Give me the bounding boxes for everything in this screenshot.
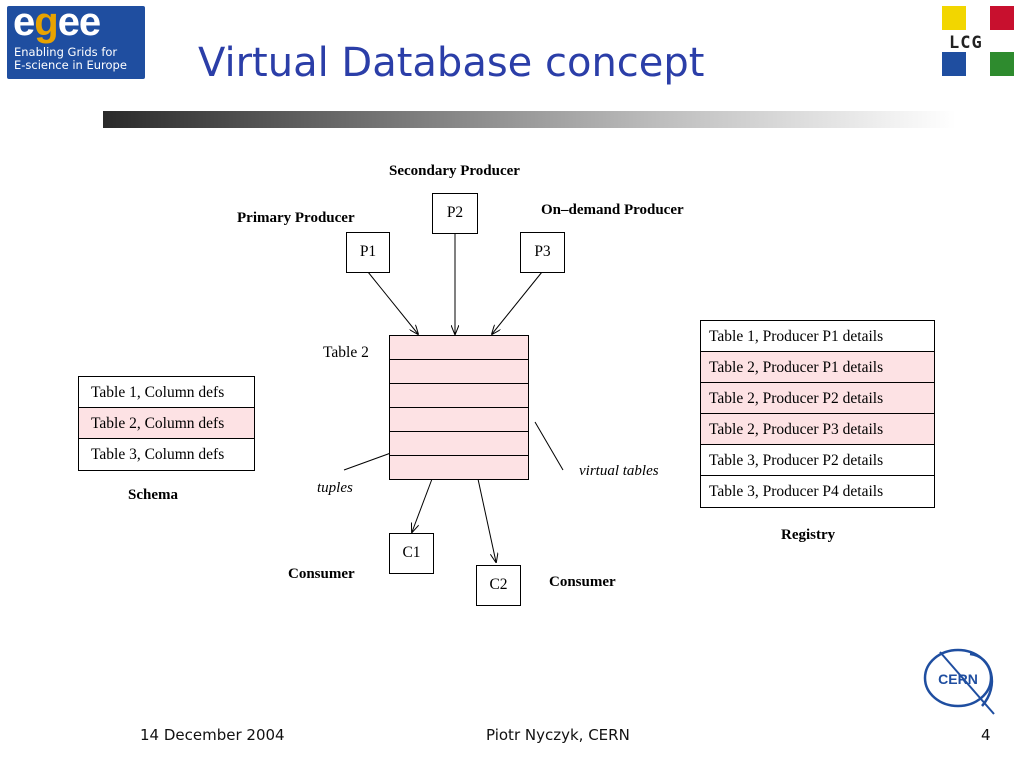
consumer-c2-label: Consumer [549,574,616,590]
tuple-row [390,336,528,360]
schema-row: Table 1, Column defs [79,377,254,408]
schema-row: Table 2, Column defs [79,408,254,439]
tuple-row [390,456,528,480]
footer-page-number: 4 [981,726,991,744]
virtual-tables-pointer-line [534,421,564,471]
title-underline-bar [103,111,956,128]
arrow-table-to-c2 [477,478,496,562]
primary-producer-label: Primary Producer [237,210,355,226]
tuple-row [390,360,528,384]
tuples-label: tuples [317,480,353,496]
arrow-table-to-c1 [412,478,433,532]
secondary-producer-label: Secondary Producer [389,163,520,179]
table-2-label: Table 2 [323,344,369,361]
registry-row: Table 2, Producer P1 details [701,352,934,383]
lcg-blue-square [942,52,966,76]
arrow-p3-to-table [492,271,543,334]
egee-logo: egee Enabling Grids for E-science in Eur… [7,0,145,79]
lcg-green-square [990,52,1014,76]
producer-p3-box: P3 [520,232,565,273]
virtual-tables-label: virtual tables [579,463,659,479]
consumer-c1-label: Consumer [288,566,355,582]
cern-logo-text: CERN [938,671,978,687]
virtual-table [389,335,529,480]
lcg-logo-text: LCG [949,33,983,53]
slide-title: Virtual Database concept [198,40,705,86]
registry-table: Table 1, Producer P1 details Table 2, Pr… [700,320,935,508]
egee-logo-tagline: Enabling Grids for E-science in Europe [14,45,127,72]
ondemand-producer-label: On–demand Producer [541,202,684,218]
cern-logo: CERN [923,648,995,715]
registry-row: Table 3, Producer P2 details [701,445,934,476]
lcg-yellow-square [942,6,966,30]
registry-label: Registry [781,527,836,543]
schema-label: Schema [128,487,178,503]
egee-logo-brand: egee [13,0,101,44]
producer-p2-box: P2 [432,193,478,234]
registry-row: Table 3, Producer P4 details [709,483,884,500]
registry-row: Table 1, Producer P1 details [701,321,934,352]
footer-author: Piotr Nyczyk, CERN [486,726,630,744]
consumer-c2-box: C2 [476,565,521,606]
schema-row: Table 3, Column defs [91,446,225,463]
consumer-c1-box: C1 [389,533,434,574]
tuple-row [390,384,528,408]
lcg-red-square [990,6,1014,30]
producer-p1-box: P1 [346,232,390,273]
footer-date: 14 December 2004 [140,726,285,744]
lcg-logo: LCG [940,4,1018,78]
arrow-p1-to-table [367,271,418,334]
schema-table: Table 1, Column defs Table 2, Column def… [78,376,255,471]
registry-row: Table 2, Producer P2 details [701,383,934,414]
registry-row: Table 2, Producer P3 details [701,414,934,445]
tuple-row [390,432,528,456]
tuple-row [390,408,528,432]
